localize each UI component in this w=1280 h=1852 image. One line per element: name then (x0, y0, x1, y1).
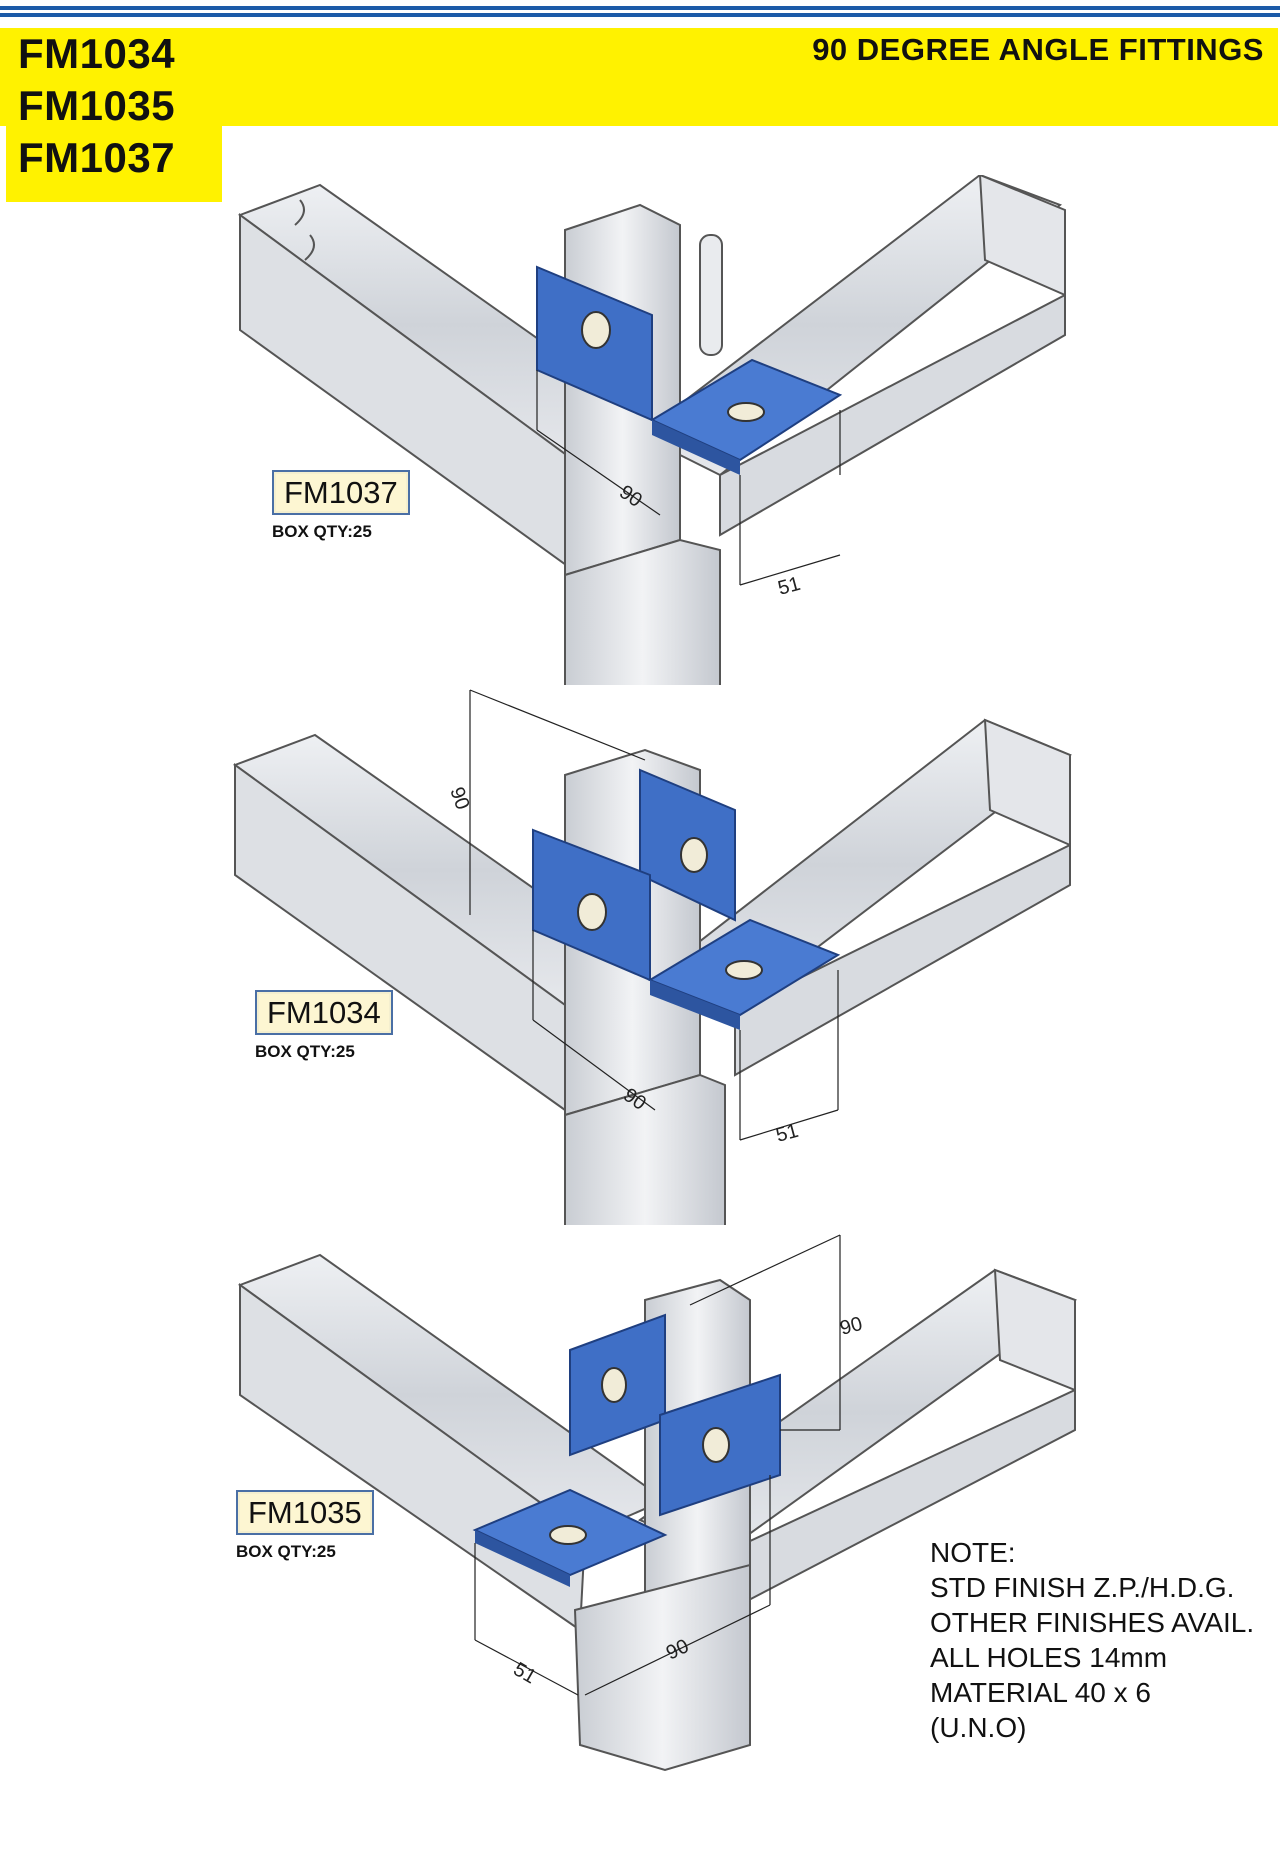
product-label-fm1035: FM1035 (236, 1490, 374, 1535)
right-channel (638, 175, 1066, 537)
angle-fitting (532, 768, 841, 1030)
note-line: (U.N.O) (930, 1712, 1027, 1743)
fm1034-drawing: 90 90 51 (232, 689, 1072, 1225)
dimension-lines (469, 689, 839, 1141)
angle-fitting (536, 265, 843, 475)
note-line: MATERIAL 40 x 6 (930, 1677, 1151, 1708)
specification-note: NOTE: STD FINISH Z.P./H.D.G. OTHER FINIS… (930, 1535, 1254, 1745)
dimension-label: 90 (445, 784, 473, 812)
top-rule-line (0, 6, 1280, 10)
dimension-label: 51 (776, 573, 803, 600)
box-quantity: BOX QTY:25 (236, 1542, 336, 1561)
dimension-lines (536, 370, 841, 586)
note-line: STD FINISH Z.P./H.D.G. (930, 1572, 1235, 1603)
product-label-fm1034: FM1034 (255, 990, 393, 1035)
top-rule (0, 0, 1280, 22)
fm1037-drawing: 90 51 (237, 175, 1066, 685)
vertical-channel (573, 1278, 751, 1772)
product-code: FM1034 (18, 30, 176, 77)
angle-fitting (472, 1313, 781, 1587)
note-line: NOTE: (930, 1537, 1016, 1568)
product-code-list: FM1034 FM1035 FM1037 (18, 28, 175, 184)
dimension-label: 51 (774, 1120, 801, 1147)
page-title: 90 DEGREE ANGLE FITTINGS (812, 32, 1264, 67)
dimension-label: 90 (838, 1313, 865, 1340)
product-code: FM1035 (18, 82, 176, 129)
box-quantity: BOX QTY:25 (255, 1042, 355, 1061)
fm1035-drawing: 90 90 51 (237, 1234, 1078, 1772)
note-line: ALL HOLES 14mm (930, 1642, 1168, 1673)
product-code: FM1037 (18, 134, 176, 181)
top-rule-line (0, 13, 1280, 17)
note-line: OTHER FINISHES AVAIL. (930, 1607, 1255, 1638)
product-label-fm1037: FM1037 (272, 470, 410, 515)
box-quantity: BOX QTY:25 (272, 522, 372, 541)
dimension-lines (474, 1234, 841, 1696)
dimension-label: 51 (510, 1658, 540, 1688)
product-code-box (6, 28, 222, 202)
